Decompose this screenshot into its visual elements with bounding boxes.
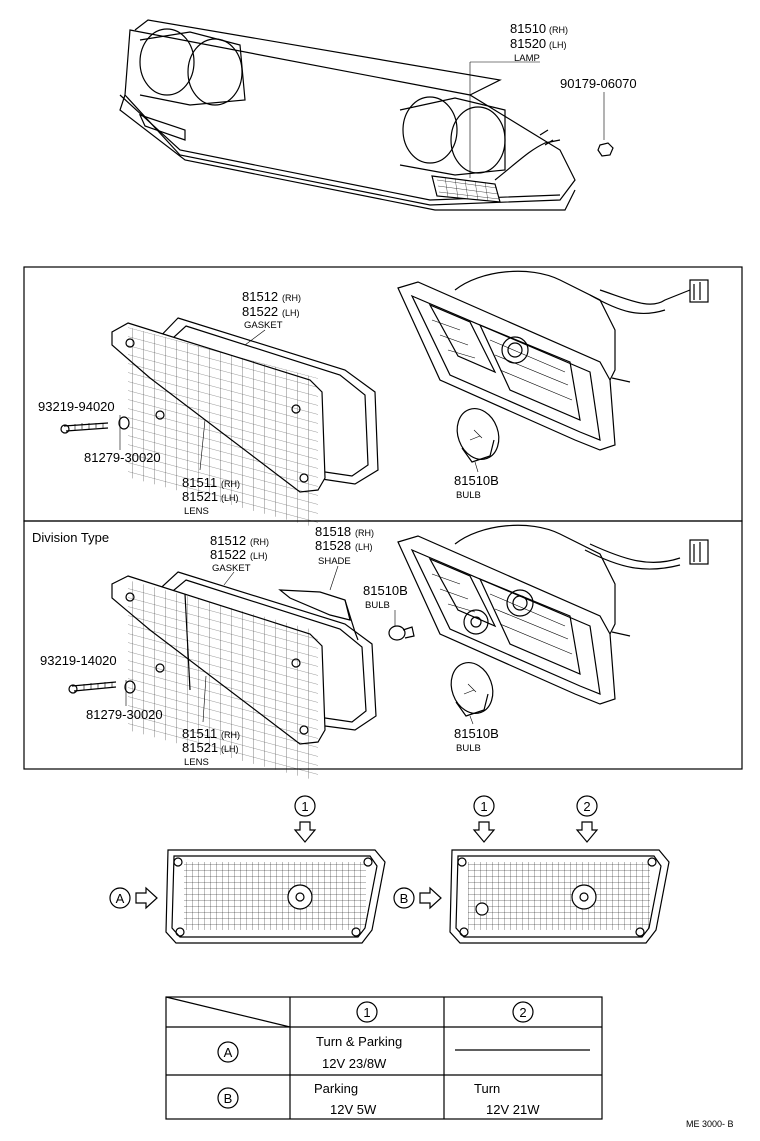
panel1-washer-number: 81279-30020	[84, 450, 161, 465]
gasket-lh-number: 81522	[242, 304, 278, 319]
lens-lh-side: (LH)	[221, 744, 239, 754]
gasket-rh-side: (RH)	[250, 537, 269, 547]
row-b-col2-line1: Turn	[474, 1081, 500, 1096]
panel2-washer-number: 81279-30020	[86, 707, 163, 722]
lens-lh-side: (LH)	[221, 493, 239, 503]
panel2-gasket-label: 81512 (RH) 81522 (LH) GASKET	[210, 533, 269, 574]
lamp-lh-number: 81520	[510, 36, 546, 51]
panel2-lens-illustration	[68, 565, 415, 782]
arrow-down-icon	[575, 821, 599, 843]
table-col2-header: 2	[519, 1005, 526, 1020]
shade-lh-side: (LH)	[355, 542, 373, 552]
lamp-rh-side: (RH)	[549, 25, 568, 35]
view-b-label: B	[393, 886, 442, 910]
shade-rh-side: (RH)	[355, 528, 374, 538]
lens-label: LENS	[184, 757, 209, 768]
lamp-rh-number: 81510	[510, 21, 546, 36]
lamp-label: LAMP	[514, 53, 540, 64]
view-a-marker-1: 1	[293, 795, 317, 843]
lens-rh-number: 81511	[182, 726, 217, 741]
lamp-lh-side: (LH)	[549, 40, 567, 50]
arrow-down-icon	[293, 821, 317, 843]
table-row-b-label: B	[224, 1091, 233, 1106]
division-type-panel	[23, 520, 743, 770]
lens-lh-number: 81521	[182, 489, 218, 504]
panel1-lens-illustration	[60, 317, 379, 529]
view-a-label: A	[109, 886, 158, 910]
row-b-col1-line1: Parking	[314, 1081, 358, 1096]
gasket-rh-side: (RH)	[282, 293, 301, 303]
bulb-number: 81510B	[454, 473, 499, 488]
car-front-illustration	[119, 19, 614, 211]
bulb-label: BULB	[456, 743, 481, 754]
gasket-label: GASKET	[212, 563, 251, 574]
gasket-rh-number: 81512	[242, 289, 278, 304]
lens-rh-number: 81511	[182, 475, 217, 490]
view-b-marker-1: 1	[472, 795, 496, 843]
panel2-housing-illustration	[397, 524, 709, 725]
shade-lh-number: 81528	[315, 538, 351, 553]
table-row-a-label: A	[224, 1045, 233, 1060]
lamp-part-label: 81510 (RH) 81520 (LH) LAMP	[510, 21, 568, 64]
view-b-marker-2: 2	[575, 795, 599, 843]
shade-rh-number: 81518	[315, 524, 351, 539]
bulb-spec-table: 1 2 A Turn & Parking 12V 23/8W B Parking…	[165, 996, 603, 1120]
nut-part-number: 90179-06070	[560, 76, 637, 91]
arrow-down-icon	[472, 821, 496, 843]
marker-1-text: 1	[301, 799, 308, 814]
gasket-rh-number: 81512	[210, 533, 246, 548]
lens-rh-side: (RH)	[221, 479, 240, 489]
row-b-col1-line2: 12V 5W	[330, 1102, 377, 1117]
gasket-lh-number: 81522	[210, 547, 246, 562]
row-a-col1-line2: 12V 23/8W	[322, 1056, 387, 1071]
gasket-lh-side: (LH)	[250, 551, 268, 561]
marker-2-text: 2	[583, 799, 590, 814]
panel2-screw-number: 93219-14020	[40, 653, 117, 668]
marker-1-text: 1	[480, 799, 487, 814]
panel1-housing-illustration	[397, 270, 709, 473]
panel2-small-bulb-label: 81510B BULB	[363, 583, 408, 611]
row-a-col1-line1: Turn & Parking	[316, 1034, 402, 1049]
header-diagonal	[165, 996, 291, 1028]
bulb-label: BULB	[456, 490, 481, 501]
panel1-gasket-label: 81512 (RH) 81522 (LH) GASKET	[242, 289, 301, 331]
panel1-screw-number: 93219-94020	[38, 399, 115, 414]
panel1-lens-label: 81511 (RH) 81521 (LH) LENS	[182, 475, 240, 517]
panel2-shade-label: 81518 (RH) 81528 (LH) SHADE	[315, 524, 374, 567]
row-b-col2-line2: 12V 21W	[486, 1102, 540, 1117]
arrow-right-icon	[135, 886, 158, 910]
gasket-label: GASKET	[244, 320, 283, 331]
view-b-letter: B	[400, 891, 409, 906]
lens-rh-side: (RH)	[221, 730, 240, 740]
arrow-right-icon	[419, 886, 442, 910]
small-bulb-label: BULB	[365, 600, 390, 611]
lens-lh-number: 81521	[182, 740, 218, 755]
shade-label: SHADE	[318, 556, 351, 567]
bulb-number: 81510B	[454, 726, 499, 741]
view-b-lens	[449, 849, 670, 944]
panel1-bulb-label: 81510B BULB	[454, 473, 499, 501]
panel2-lens-label: 81511 (RH) 81521 (LH) LENS	[182, 726, 240, 768]
view-a-letter: A	[116, 891, 125, 906]
lens-label: LENS	[184, 506, 209, 517]
panel2-bulb-label: 81510B BULB	[454, 726, 499, 754]
table-col1-header: 1	[363, 1005, 370, 1020]
division-type-title: Division Type	[32, 530, 109, 545]
gasket-lh-side: (LH)	[282, 308, 300, 318]
footer-code: ME 3000- B	[686, 1119, 734, 1129]
view-a-lens	[165, 849, 386, 944]
small-bulb-number: 81510B	[363, 583, 408, 598]
